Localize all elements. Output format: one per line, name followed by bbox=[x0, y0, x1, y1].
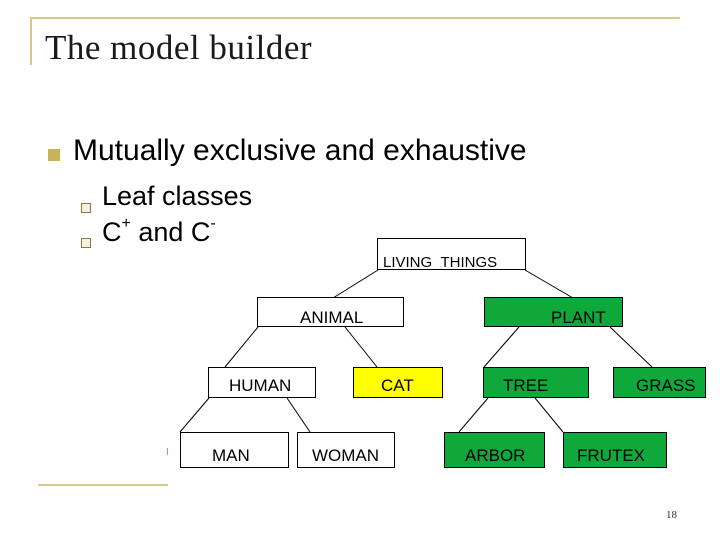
sub-bullet-text: Leaf classes bbox=[102, 181, 253, 211]
node-label: LIVING_THINGS bbox=[383, 254, 498, 271]
edge-root-plant bbox=[524, 269, 574, 299]
edge-tree-arbor bbox=[458, 397, 489, 433]
slide-title: The model builder bbox=[45, 28, 313, 67]
edge-tree-frutex bbox=[534, 397, 564, 433]
node-label: CAT bbox=[381, 376, 414, 395]
edge-plant-tree bbox=[483, 326, 520, 368]
and-c-label: and C bbox=[130, 217, 211, 247]
node-label: PLANT bbox=[551, 308, 606, 327]
checkbox-bullet-icon bbox=[81, 238, 91, 248]
node-label: ARBOR bbox=[465, 446, 526, 465]
top-rule bbox=[30, 17, 680, 19]
node-human: HUMAN bbox=[208, 367, 316, 398]
bottom-rule bbox=[38, 484, 168, 486]
node-plant: PLANT bbox=[484, 297, 623, 327]
node-label: TREE bbox=[503, 376, 549, 395]
node-animal: ANIMAL bbox=[257, 297, 404, 327]
minus-superscript: - bbox=[210, 215, 216, 232]
node-living-things: LIVING_THINGS bbox=[377, 238, 526, 271]
node-label: FRUTEX bbox=[577, 446, 645, 465]
c-plus-label: C bbox=[102, 217, 122, 247]
edge-human-man bbox=[179, 397, 210, 433]
node-frutex: FRUTEX bbox=[563, 432, 667, 468]
plus-superscript: + bbox=[121, 215, 131, 232]
edge-animal-human bbox=[224, 326, 259, 368]
node-label: ANIMAL bbox=[300, 308, 364, 327]
small-marker bbox=[167, 448, 168, 455]
edge-plant-grass bbox=[609, 326, 653, 368]
checkbox-bullet-icon bbox=[81, 203, 91, 213]
bullet-text: Mutually exclusive and exhaustive bbox=[73, 134, 527, 167]
edge-animal-cat bbox=[344, 326, 378, 368]
node-label: WOMAN bbox=[312, 446, 380, 465]
node-arbor: ARBOR bbox=[444, 432, 545, 468]
node-man: MAN bbox=[180, 432, 289, 468]
left-rule bbox=[30, 17, 32, 65]
node-cat: CAT bbox=[353, 367, 443, 398]
node-grass: GRASS bbox=[613, 367, 706, 398]
node-tree: TREE bbox=[483, 367, 589, 398]
square-bullet-icon bbox=[48, 149, 60, 161]
sub-bullet-text-2: C+ and C- bbox=[102, 215, 216, 248]
node-label: HUMAN bbox=[229, 376, 292, 395]
page-number: 18 bbox=[666, 509, 677, 521]
node-woman: WOMAN bbox=[297, 432, 395, 468]
edge-root-animal bbox=[332, 269, 379, 299]
node-label: GRASS bbox=[636, 376, 696, 395]
edge-human-woman bbox=[286, 397, 311, 433]
node-label: MAN bbox=[212, 446, 250, 465]
